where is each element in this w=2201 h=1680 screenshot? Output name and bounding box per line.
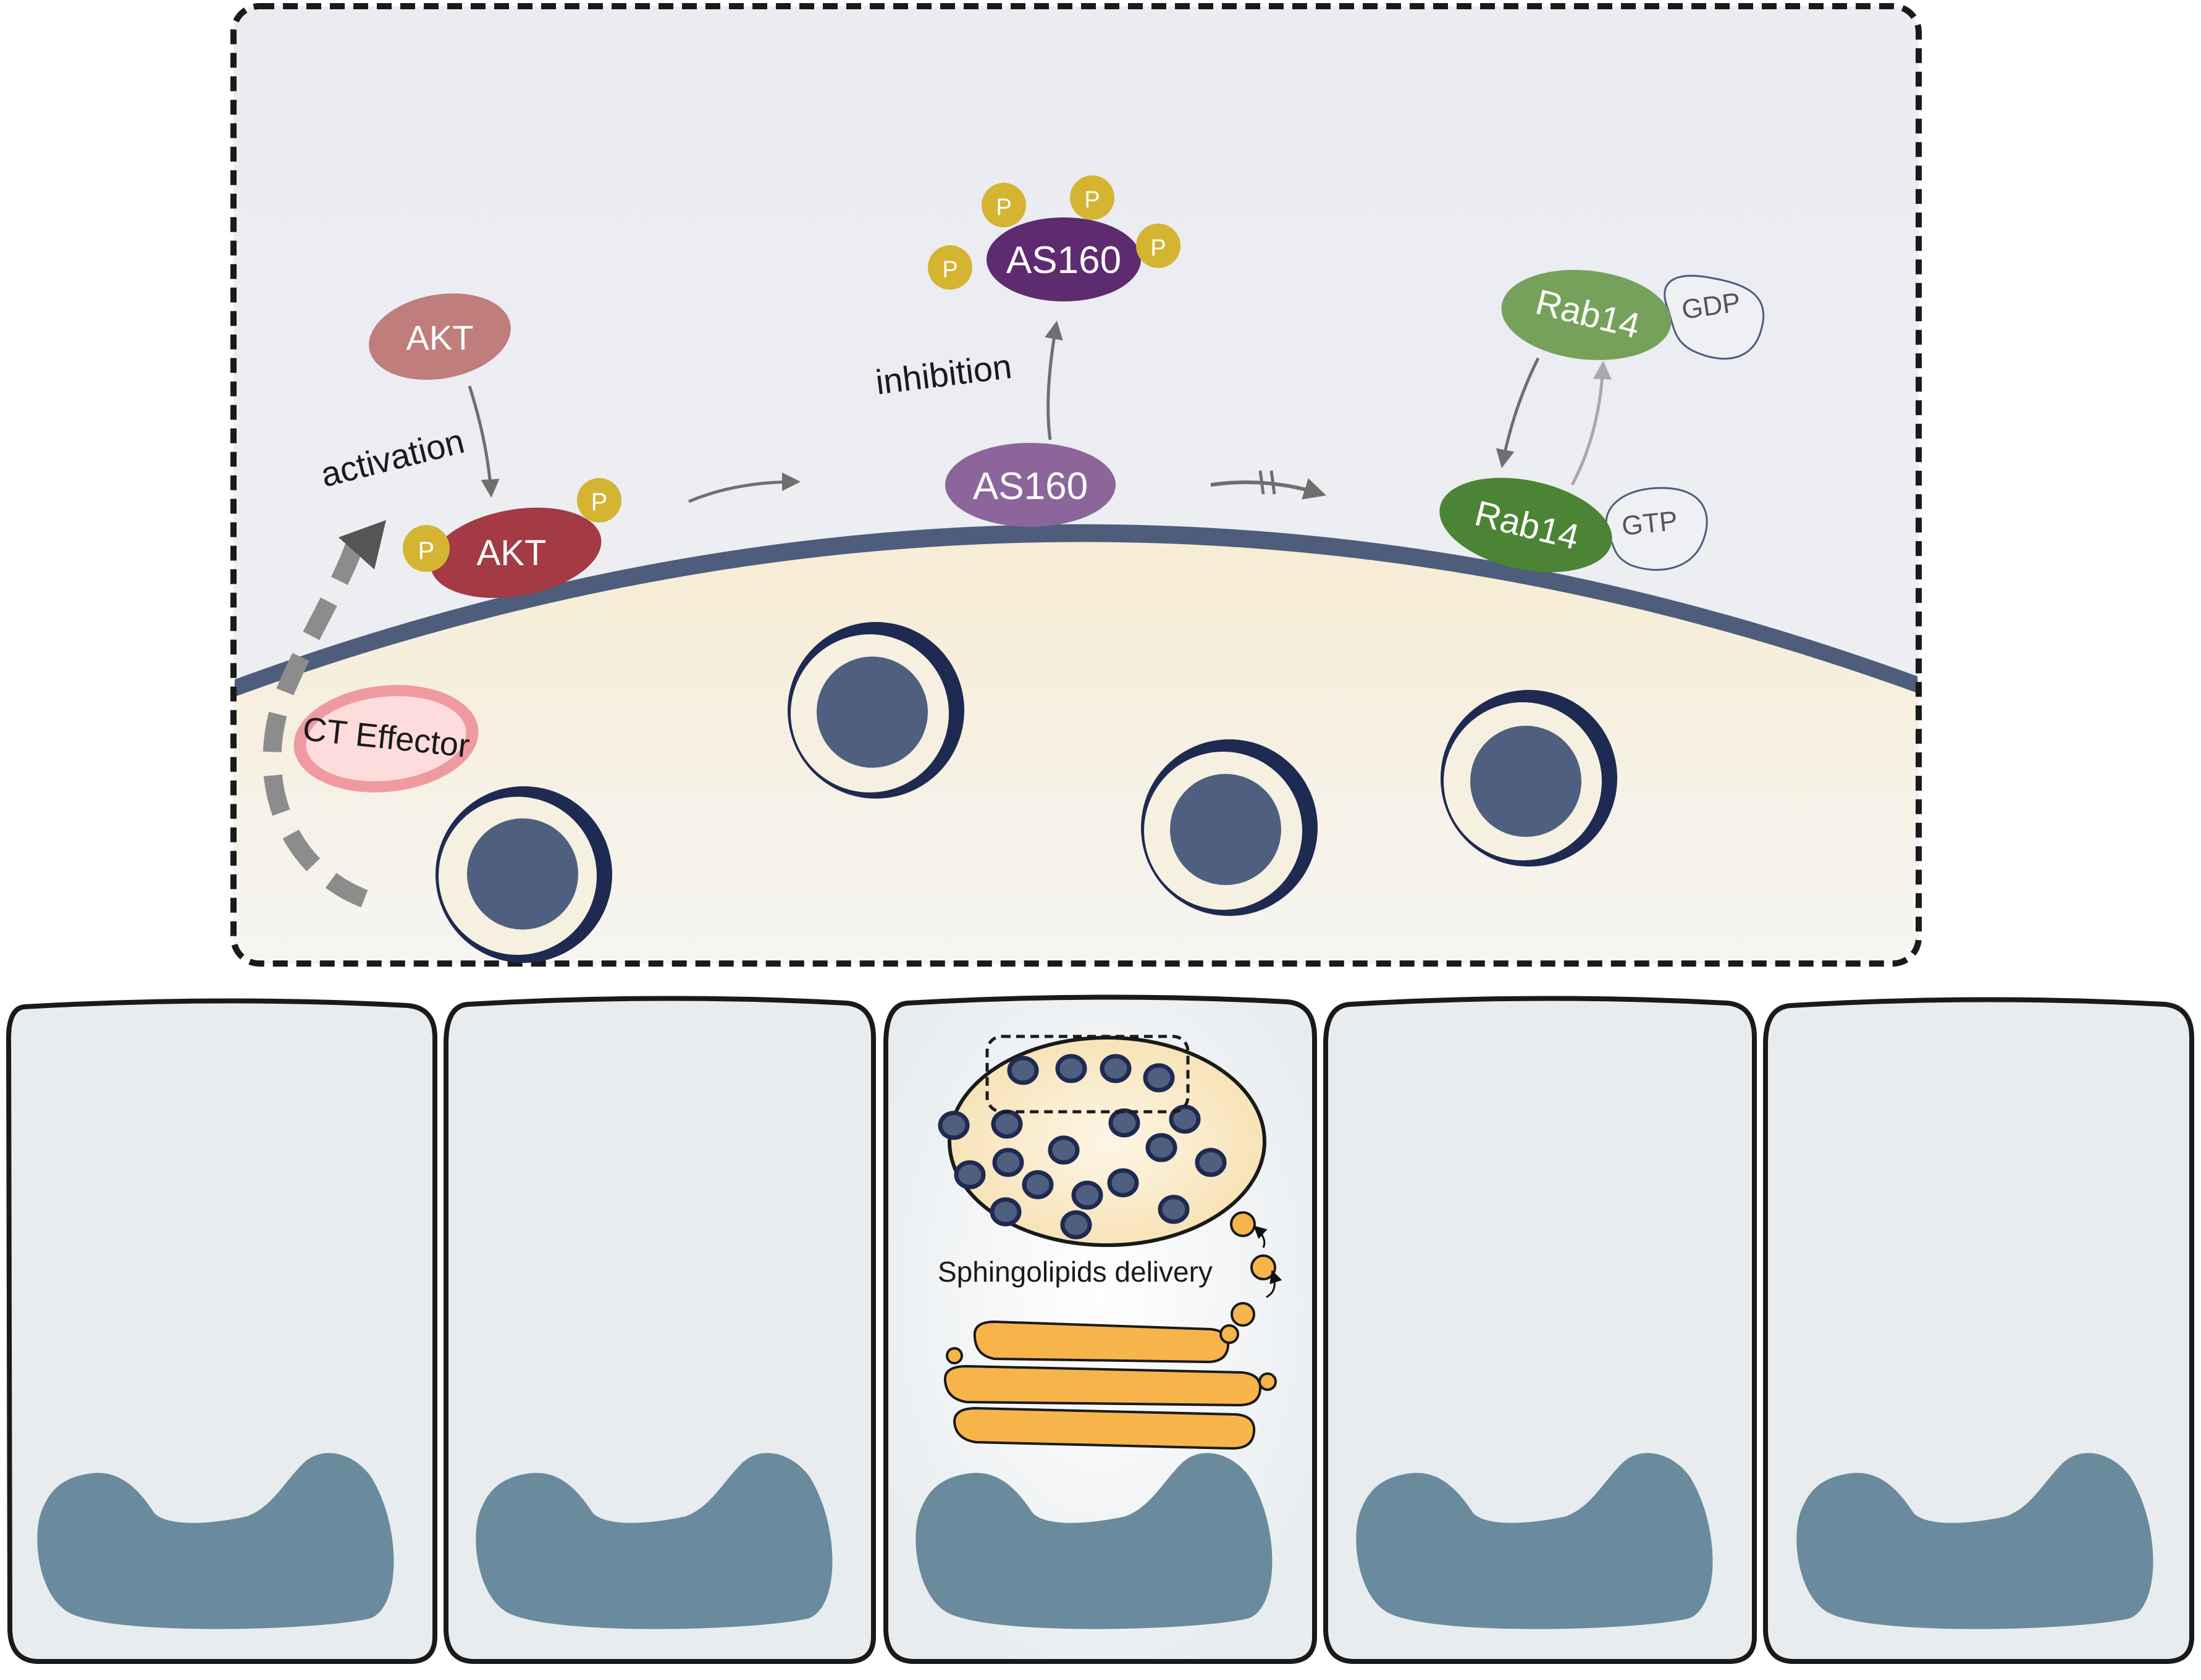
rab14-gdp: GDP Rab14 xyxy=(1501,269,1765,361)
zoom-region-box xyxy=(985,1035,1190,1114)
svg-text:P: P xyxy=(1150,235,1166,261)
epithelial-cell xyxy=(6,998,437,1664)
chlamydia-body-icon xyxy=(1141,739,1318,916)
rab14-gtp: GTP Rab14 xyxy=(1439,477,1708,573)
svg-text:P: P xyxy=(1084,187,1100,213)
as160-label: AS160 xyxy=(973,465,1088,508)
akt-inactive: AKT xyxy=(369,293,511,380)
rab14-up-arrow xyxy=(1570,361,1612,486)
svg-text:P: P xyxy=(942,257,957,283)
phospho-icon: P xyxy=(928,245,972,290)
phospho-icon: P xyxy=(1136,224,1180,268)
as160-arrow xyxy=(1045,321,1063,440)
chlamydia-body-icon xyxy=(1441,690,1617,867)
epithelial-cell xyxy=(1763,997,2194,1664)
golgi-apparatus xyxy=(943,1211,1277,1450)
akt-phosphorylated: AKT P P xyxy=(403,478,621,598)
chlamydia-body-icon xyxy=(436,786,612,963)
plasma-membrane xyxy=(235,524,1917,697)
activation-arrow xyxy=(263,520,386,907)
phospho-icon: P xyxy=(403,525,450,572)
nucleus xyxy=(1796,1453,2153,1629)
nucleus xyxy=(476,1453,833,1629)
ct-effector: CT Effector xyxy=(293,685,479,792)
akt-to-as160-arrow xyxy=(688,472,801,503)
chlamydia-body-icon xyxy=(788,622,964,799)
gtp-outline xyxy=(1605,487,1708,571)
phospho-icon: P xyxy=(982,183,1026,227)
phospho-icon: P xyxy=(1070,175,1114,220)
nucleus xyxy=(1356,1453,1713,1629)
vesicle-arrow xyxy=(1266,1270,1282,1298)
nucleus xyxy=(915,1453,1273,1629)
epithelial-cell xyxy=(1323,996,1757,1664)
svg-text:P: P xyxy=(418,537,435,565)
gtp-label: GTP xyxy=(1620,505,1679,541)
epithelial-cell xyxy=(444,996,876,1664)
akt-p-label: AKT xyxy=(477,533,547,573)
vesicle-arrow xyxy=(1253,1225,1268,1248)
sphingolipids-label: Sphingolipids delivery xyxy=(938,1256,1213,1288)
as160-p-label: AS160 xyxy=(1006,239,1121,282)
svg-text:P: P xyxy=(996,195,1011,220)
akt-label: AKT xyxy=(406,318,474,357)
nucleus xyxy=(37,1453,394,1629)
epithelial-cells xyxy=(6,994,2194,1664)
chlamydia-inclusion xyxy=(938,1035,1266,1247)
inclusion-bodies xyxy=(938,1054,1227,1240)
inset-border xyxy=(230,3,1922,967)
gdp-outline xyxy=(1664,275,1765,360)
blocked-arrow xyxy=(1210,470,1326,500)
as160-inactive: AS160 xyxy=(945,443,1116,527)
svg-text:P: P xyxy=(591,489,608,516)
akt-arrow xyxy=(468,385,500,498)
rab14-down-arrow xyxy=(1496,357,1540,468)
chlamydia-bodies xyxy=(436,622,1617,963)
as160-phosphorylated: AS160 P P P P xyxy=(928,175,1180,301)
phospho-icon: P xyxy=(577,478,621,523)
